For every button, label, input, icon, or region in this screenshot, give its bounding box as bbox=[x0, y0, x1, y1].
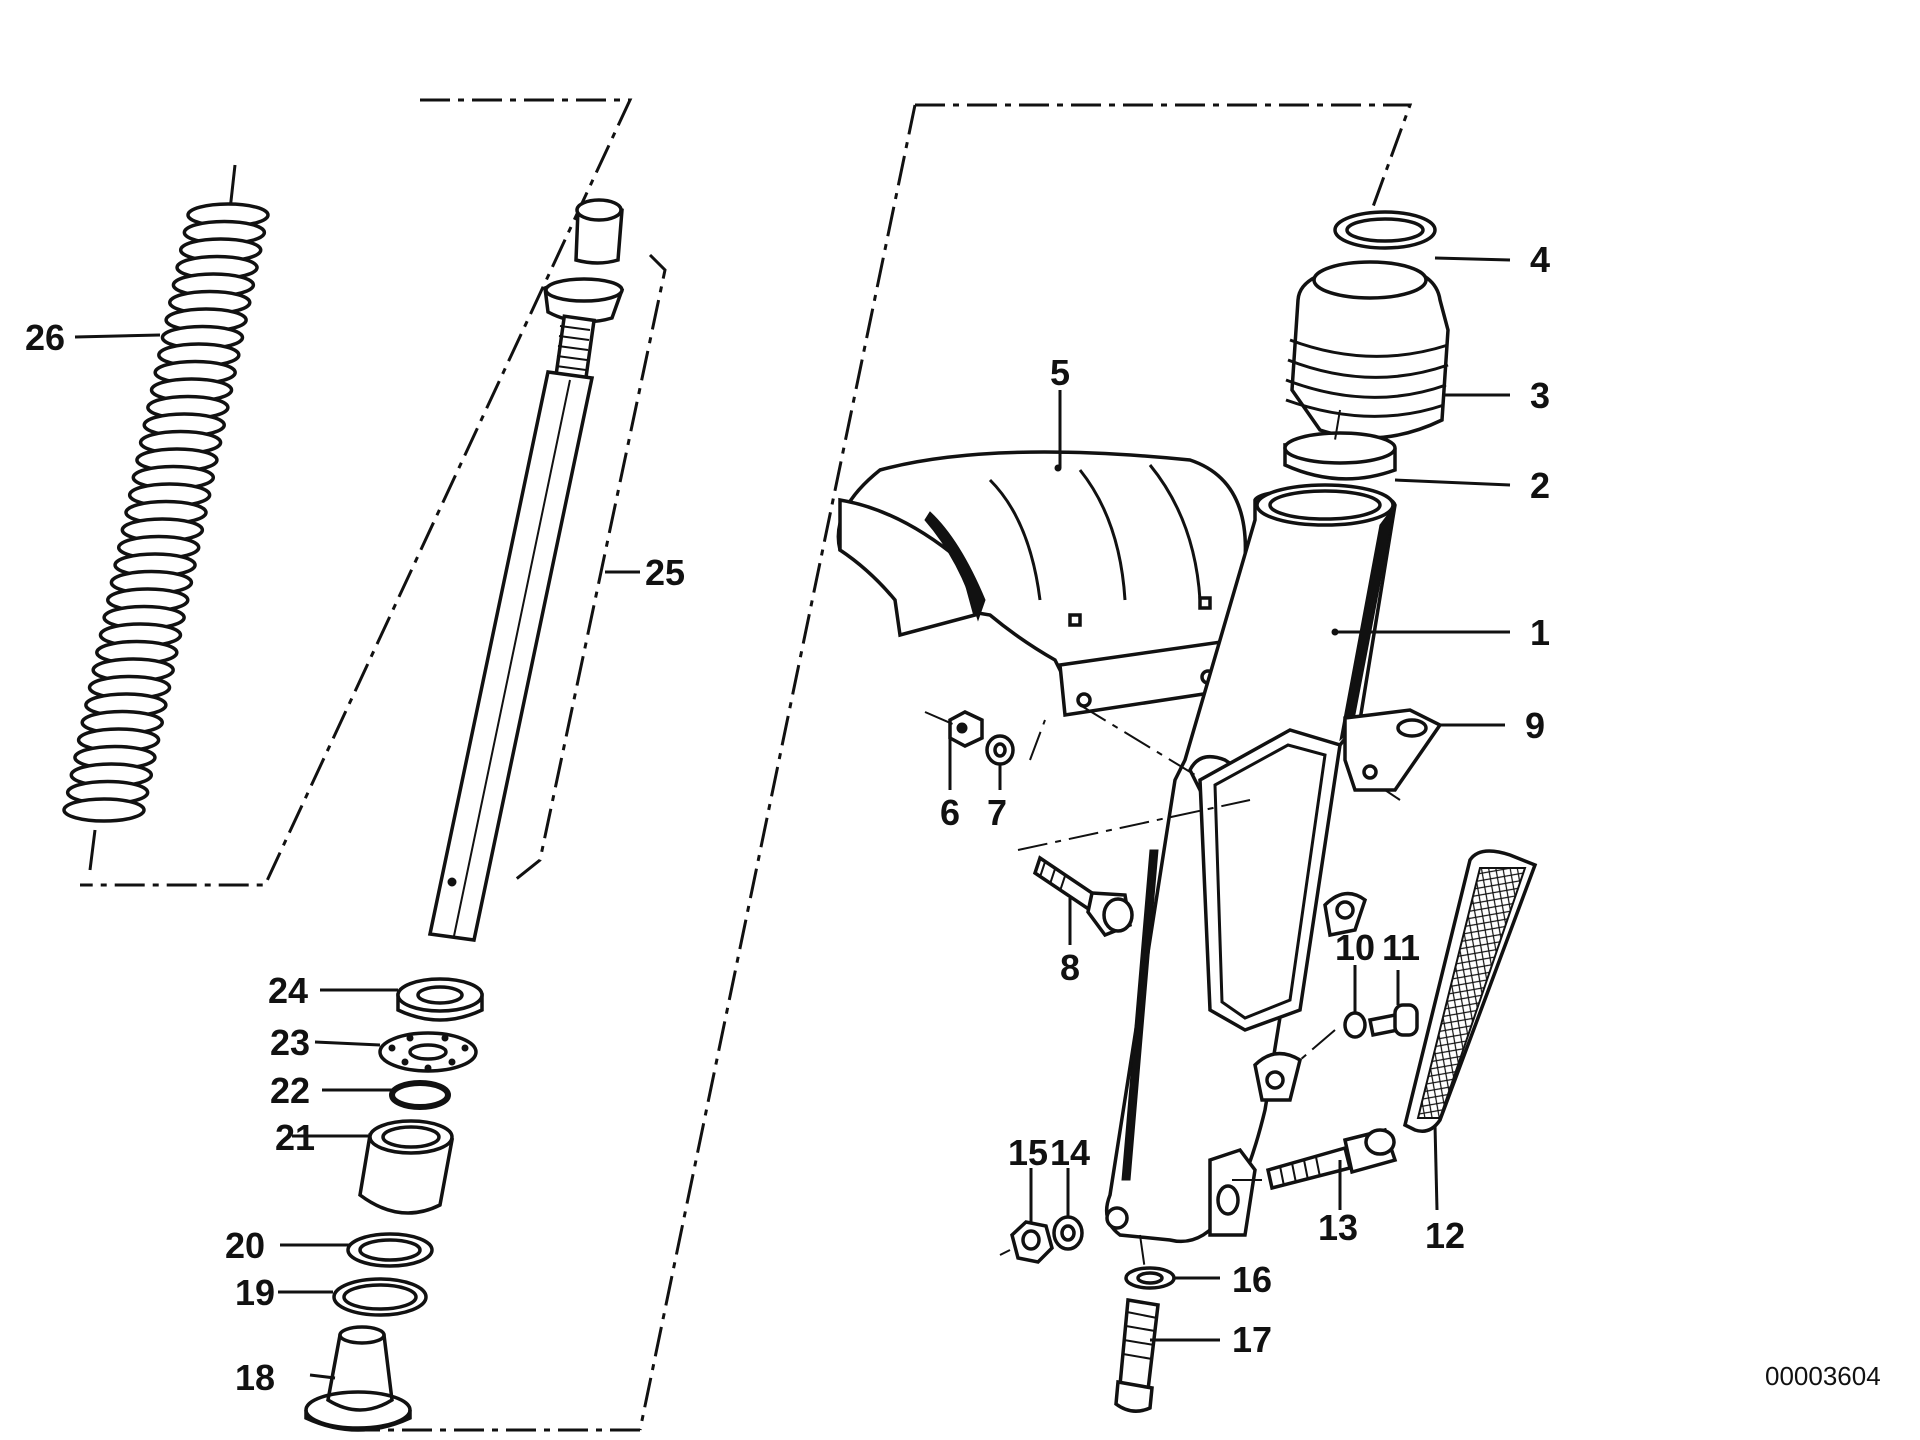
label-11: 11 bbox=[1382, 927, 1420, 968]
thread-marks-17 bbox=[1122, 1311, 1158, 1360]
label-17: 17 bbox=[1232, 1319, 1272, 1360]
reference-number: 00003604 bbox=[1765, 1361, 1881, 1391]
cone-18 bbox=[304, 1325, 412, 1432]
mudguard-5 bbox=[836, 450, 1248, 718]
damper-tube bbox=[427, 198, 625, 942]
label-6: 6 bbox=[940, 792, 960, 833]
label-3: 3 bbox=[1530, 375, 1550, 416]
group-frames bbox=[80, 98, 1413, 1432]
assembly-lines bbox=[924, 409, 1401, 1271]
stud-17 bbox=[1114, 1297, 1160, 1413]
label-7: 7 bbox=[987, 792, 1007, 833]
label-20: 20 bbox=[225, 1225, 265, 1266]
washer-14 bbox=[1052, 1215, 1084, 1251]
thread-marks-8 bbox=[1039, 861, 1066, 892]
label-16: 16 bbox=[1232, 1259, 1272, 1300]
label-12: 12 bbox=[1425, 1215, 1465, 1256]
seal-ring-24 bbox=[396, 977, 484, 1022]
slider-tube-1 bbox=[1104, 483, 1397, 1244]
label-26: 26 bbox=[25, 317, 65, 358]
label-25: 25 bbox=[645, 552, 685, 593]
part-labels: 1 2 3 4 5 6 7 8 9 10 11 12 13 14 15 16 1… bbox=[25, 239, 1550, 1398]
label-10: 10 bbox=[1335, 927, 1375, 968]
label-22: 22 bbox=[270, 1070, 310, 1111]
ring-4 bbox=[1333, 210, 1437, 250]
label-21: 21 bbox=[275, 1117, 315, 1158]
circlip-22 bbox=[389, 1080, 451, 1110]
bracket-9 bbox=[1343, 708, 1443, 792]
label-19: 19 bbox=[235, 1272, 275, 1313]
dust-boot-3 bbox=[1285, 260, 1450, 440]
ring-20 bbox=[346, 1232, 434, 1268]
bolt-11 bbox=[1367, 1003, 1419, 1038]
ring-2 bbox=[1283, 431, 1397, 481]
label-4: 4 bbox=[1530, 239, 1550, 280]
thread-marks-13 bbox=[1279, 1156, 1321, 1187]
nut-15 bbox=[1010, 1220, 1054, 1264]
washer-16 bbox=[1124, 1266, 1176, 1290]
label-1: 1 bbox=[1530, 612, 1550, 653]
label-23: 23 bbox=[270, 1022, 310, 1063]
ring-19 bbox=[332, 1277, 428, 1317]
label-14: 14 bbox=[1050, 1132, 1090, 1173]
washer-23 bbox=[378, 1031, 478, 1073]
thread-lines bbox=[555, 325, 591, 371]
label-18: 18 bbox=[235, 1357, 275, 1398]
spring-coil bbox=[62, 797, 146, 823]
label-2: 2 bbox=[1530, 465, 1550, 506]
label-13: 13 bbox=[1318, 1207, 1358, 1248]
label-8: 8 bbox=[1060, 947, 1080, 988]
coil-spring bbox=[62, 164, 270, 871]
label-9: 9 bbox=[1525, 705, 1545, 746]
bolt-8 bbox=[1032, 855, 1134, 938]
label-24: 24 bbox=[268, 970, 308, 1011]
bushing-21 bbox=[358, 1119, 455, 1215]
fasteners bbox=[948, 710, 1419, 1413]
bolt-13 bbox=[1265, 1127, 1398, 1191]
label-5: 5 bbox=[1050, 352, 1070, 393]
washer-7 bbox=[985, 734, 1015, 766]
stack-parts bbox=[304, 977, 484, 1432]
reflector-12 bbox=[1402, 849, 1538, 1133]
washer-10 bbox=[1343, 1011, 1367, 1039]
label-15: 15 bbox=[1008, 1132, 1048, 1173]
nut-6 bbox=[948, 710, 984, 748]
leader-lines bbox=[74, 256, 1511, 1380]
